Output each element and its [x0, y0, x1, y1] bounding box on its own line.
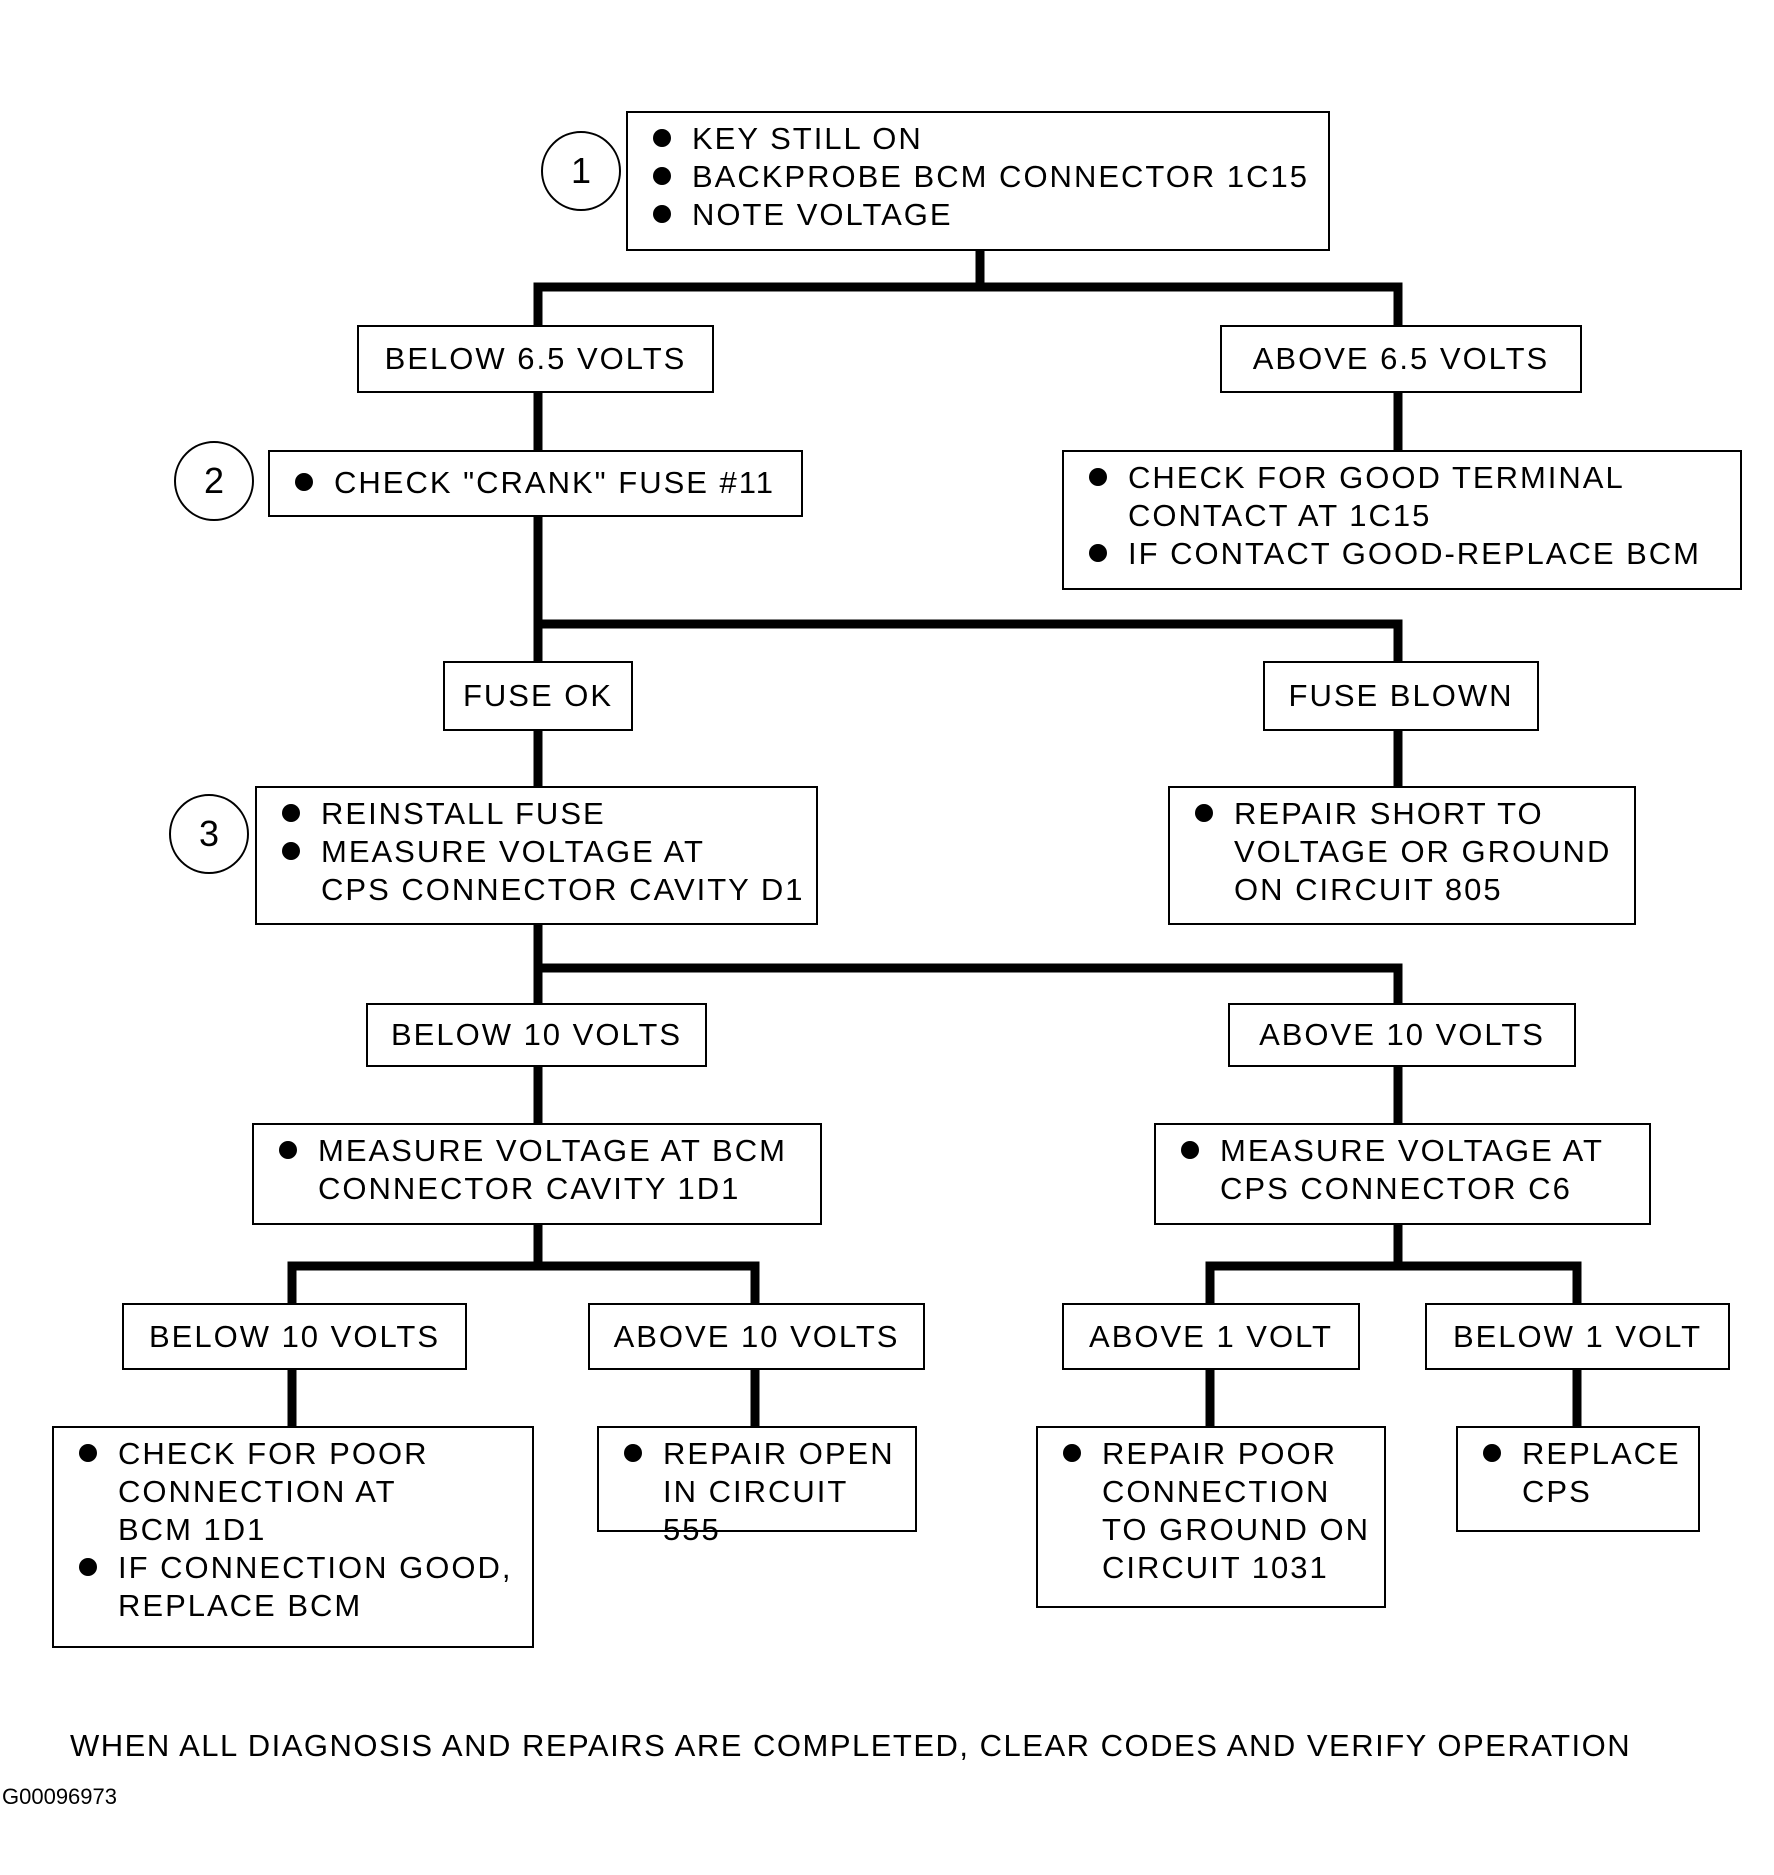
poor-connection-box: CHECK FOR POOR CONNECTION AT BCM 1D1 IF … — [52, 1426, 534, 1648]
fuse-blown-label: FUSE BLOWN — [1263, 661, 1539, 731]
bullet: REINSTALL FUSE — [282, 795, 806, 833]
bullet: REPAIR OPEN IN CIRCUIT 555 — [624, 1435, 905, 1549]
bullet-icon — [653, 205, 671, 223]
repair-short-box: REPAIR SHORT TO VOLTAGE OR GROUND ON CIR… — [1168, 786, 1636, 925]
below-1-volt-label: BELOW 1 VOLT — [1425, 1303, 1730, 1370]
bullet-icon — [624, 1444, 642, 1462]
below-6-5-volts-label: BELOW 6.5 VOLTS — [357, 325, 714, 393]
bullet: CHECK FOR POOR CONNECTION AT BCM 1D1 — [79, 1435, 522, 1549]
replace-cps-box: REPLACE CPS — [1456, 1426, 1700, 1532]
above-10-volts-label-2: ABOVE 10 VOLTS — [588, 1303, 925, 1370]
bullet-icon — [1089, 468, 1107, 486]
bullet: IF CONNECTION GOOD, REPLACE BCM — [79, 1549, 522, 1625]
bullet: NOTE VOLTAGE — [653, 196, 1318, 234]
step-2-marker: 2 — [174, 441, 254, 521]
bullet-icon — [1089, 544, 1107, 562]
step3-box: REINSTALL FUSE MEASURE VOLTAGE AT CPS CO… — [255, 786, 818, 925]
figure-id: G00096973 — [2, 1784, 117, 1809]
bullet: CHECK "CRANK" FUSE #11 — [295, 464, 791, 502]
bullet-icon — [1181, 1141, 1199, 1159]
connector-measure-bcm — [287, 1225, 760, 1303]
measure-bcm-box: MEASURE VOLTAGE AT BCM CONNECTOR CAVITY … — [252, 1123, 822, 1225]
connector-step1 — [533, 251, 1403, 325]
bullet-icon — [79, 1558, 97, 1576]
connector-measure-cps — [1205, 1225, 1582, 1303]
bullet: REPAIR POOR CONNECTION TO GROUND ON CIRC… — [1063, 1435, 1374, 1587]
bullet-icon — [1063, 1444, 1081, 1462]
bullet-icon — [653, 129, 671, 147]
connector-step3 — [533, 925, 1403, 1003]
step2-box: CHECK "CRANK" FUSE #11 — [268, 450, 803, 517]
bullet-icon — [282, 804, 300, 822]
measure-cps-box: MEASURE VOLTAGE AT CPS CONNECTOR C6 — [1154, 1123, 1651, 1225]
bullet: MEASURE VOLTAGE AT CPS CONNECTOR CAVITY … — [282, 833, 806, 909]
bullet: MEASURE VOLTAGE AT BCM CONNECTOR CAVITY … — [279, 1132, 810, 1208]
above-10-volts-label: ABOVE 10 VOLTS — [1228, 1003, 1576, 1067]
bullet-icon — [282, 842, 300, 860]
bullet-icon — [279, 1141, 297, 1159]
repair-ground-box: REPAIR POOR CONNECTION TO GROUND ON CIRC… — [1036, 1426, 1386, 1608]
step-1-marker: 1 — [541, 131, 621, 211]
bullet-icon — [1195, 804, 1213, 822]
repair-open-box: REPAIR OPEN IN CIRCUIT 555 — [597, 1426, 917, 1547]
bullet-icon — [295, 473, 313, 491]
terminal-check-box: CHECK FOR GOOD TERMINAL CONTACT AT 1C15 … — [1062, 450, 1742, 590]
footer-note: WHEN ALL DIAGNOSIS AND REPAIRS ARE COMPL… — [70, 1728, 1632, 1763]
bullet: IF CONTACT GOOD-REPLACE BCM — [1089, 535, 1730, 573]
bullet-icon — [653, 167, 671, 185]
below-10-volts-label-2: BELOW 10 VOLTS — [122, 1303, 467, 1370]
bullet: BACKPROBE BCM CONNECTOR 1C15 — [653, 158, 1318, 196]
bullet-icon — [79, 1444, 97, 1462]
bullet: REPAIR SHORT TO VOLTAGE OR GROUND ON CIR… — [1195, 795, 1624, 909]
bullet: MEASURE VOLTAGE AT CPS CONNECTOR C6 — [1181, 1132, 1639, 1208]
bullet: REPLACE CPS — [1483, 1435, 1688, 1511]
above-6-5-volts-label: ABOVE 6.5 VOLTS — [1220, 325, 1582, 393]
below-10-volts-label: BELOW 10 VOLTS — [366, 1003, 707, 1067]
connector-step2 — [533, 517, 1403, 661]
bullet: CHECK FOR GOOD TERMINAL CONTACT AT 1C15 — [1089, 459, 1730, 535]
step1-box: KEY STILL ON BACKPROBE BCM CONNECTOR 1C1… — [626, 111, 1330, 251]
bullet: KEY STILL ON — [653, 120, 1318, 158]
step-3-marker: 3 — [169, 794, 249, 874]
above-1-volt-label: ABOVE 1 VOLT — [1062, 1303, 1360, 1370]
fuse-ok-label: FUSE OK — [443, 661, 633, 731]
bullet-icon — [1483, 1444, 1501, 1462]
